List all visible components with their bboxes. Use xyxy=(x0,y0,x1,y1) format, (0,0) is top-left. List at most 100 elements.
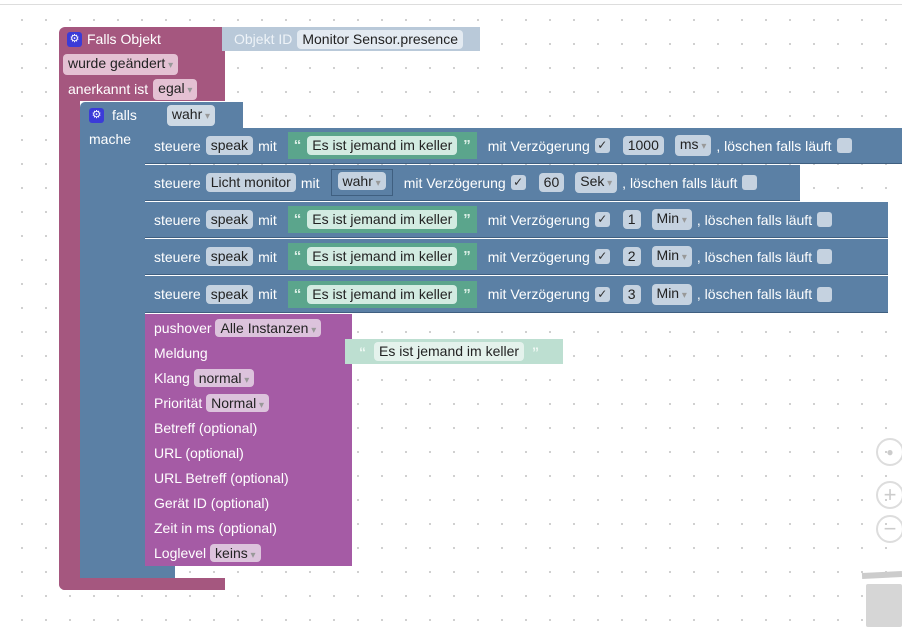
loglevel-dropdown[interactable]: keins xyxy=(210,544,261,562)
delay-input[interactable]: 60 xyxy=(538,173,565,192)
delay-checkbox[interactable]: ✓ xyxy=(594,249,610,264)
text-value[interactable]: Es ist jemand im keller xyxy=(307,210,458,229)
text-value[interactable]: Es ist jemand im keller xyxy=(307,284,458,304)
prio-dropdown[interactable]: Normal xyxy=(206,394,270,412)
klang-label: Klang xyxy=(154,370,190,386)
unit-dropdown[interactable]: ms xyxy=(674,135,712,156)
clear-label: , löschen falls läuft xyxy=(696,211,813,228)
if-header: ⚙ falls wahr xyxy=(80,102,216,128)
control-row[interactable]: steuere Licht monitor mit wahr mit Verzö… xyxy=(145,165,800,201)
target-field[interactable]: speak xyxy=(205,284,254,304)
trash-icon[interactable] xyxy=(861,570,902,627)
delay-label: mit Verzögerung xyxy=(487,137,590,154)
target-field[interactable]: speak xyxy=(205,210,254,229)
if-block-spine xyxy=(80,128,145,578)
text-value[interactable]: Es ist jemand im keller xyxy=(307,136,458,155)
steuere-label: steuere xyxy=(154,211,201,228)
control-row[interactable]: steuere speak mit “ Es ist jemand im kell… xyxy=(145,239,888,275)
target-field[interactable]: speak xyxy=(205,136,254,155)
text-block[interactable]: “ Es ist jemand im keller ” xyxy=(287,280,477,308)
bool-block[interactable]: wahr xyxy=(330,169,393,196)
unit-dropdown[interactable]: Min xyxy=(651,209,692,230)
objekt-id-value[interactable]: Monitor Sensor.presence xyxy=(297,29,463,49)
mit-label: mit xyxy=(258,286,277,302)
url-label: URL (optional) xyxy=(154,445,244,461)
delay-checkbox[interactable]: ✓ xyxy=(594,286,610,302)
zoom-out-icon[interactable]: − xyxy=(876,515,902,543)
target-field[interactable]: Licht monitor xyxy=(205,173,296,192)
ack-dropdown[interactable]: egal xyxy=(153,78,198,100)
quote-close-icon: ” xyxy=(463,137,471,154)
objekt-id-block[interactable]: Objekt ID Monitor Sensor.presence xyxy=(222,27,480,51)
top-border xyxy=(0,0,902,5)
unit-dropdown[interactable]: Sek xyxy=(575,172,618,193)
delay-label: mit Verzögerung xyxy=(487,248,590,265)
control-row[interactable]: steuere speak mit “ Es ist jemand im kell… xyxy=(145,202,888,238)
zoom-in-icon[interactable]: + xyxy=(876,481,902,509)
clear-label: , löschen falls läuft xyxy=(696,248,813,265)
delay-checkbox[interactable]: ✓ xyxy=(594,138,610,153)
target-field[interactable]: speak xyxy=(205,247,254,266)
if-block-footer xyxy=(80,565,175,578)
gear-icon[interactable]: ⚙ xyxy=(89,107,104,123)
pushover-label: pushover xyxy=(154,320,212,336)
meldung-value[interactable]: Es ist jemand im keller xyxy=(374,342,525,361)
clear-checkbox[interactable] xyxy=(817,286,833,302)
delay-label: mit Verzögerung xyxy=(487,286,590,302)
condition-dropdown[interactable]: wahr xyxy=(166,104,216,126)
url-betreff-label: URL Betreff (optional) xyxy=(154,470,289,486)
delay-label: mit Verzögerung xyxy=(403,174,506,191)
if-block[interactable] xyxy=(80,102,243,128)
clear-label: , löschen falls läuft xyxy=(696,286,813,302)
delay-input[interactable]: 3 xyxy=(622,284,641,304)
betreff-label: Betreff (optional) xyxy=(154,420,258,436)
clear-label: , löschen falls läuft xyxy=(622,174,738,191)
unit-dropdown[interactable]: Min xyxy=(651,246,692,267)
event-block-spine xyxy=(59,100,80,590)
clear-checkbox[interactable] xyxy=(817,249,833,264)
quote-open-icon: “ xyxy=(293,137,302,154)
recenter-icon[interactable]: ● xyxy=(876,438,902,466)
steuere-label: steuere xyxy=(154,248,201,265)
ack-label: anerkannt ist xyxy=(68,81,149,97)
mit-label: mit xyxy=(258,248,277,265)
pushover-fields: pushover Alle Instanzen Meldung Klang no… xyxy=(154,316,322,566)
delay-checkbox[interactable]: ✓ xyxy=(510,175,526,190)
delay-input[interactable]: 1000 xyxy=(622,136,664,155)
quote-open-icon: “ xyxy=(293,248,302,265)
quote-open-icon: “ xyxy=(293,285,302,303)
clear-checkbox[interactable] xyxy=(836,138,852,153)
klang-dropdown[interactable]: normal xyxy=(193,369,255,387)
quote-close-icon: ” xyxy=(463,285,471,303)
quote-close-icon: ” xyxy=(463,248,471,265)
mache-label: mache xyxy=(89,131,132,147)
bool-dropdown[interactable]: wahr xyxy=(337,172,386,190)
trigger-dropdown[interactable]: wurde geändert xyxy=(63,53,179,75)
control-row[interactable]: steuere speak mit “Es ist jemand im kell… xyxy=(145,128,902,164)
event-block-footer xyxy=(59,578,225,590)
delay-input[interactable]: 1 xyxy=(622,210,641,229)
clear-checkbox[interactable] xyxy=(817,212,833,227)
loglevel-label: Loglevel xyxy=(154,545,207,561)
mit-label: mit xyxy=(258,211,277,228)
mit-label: mit xyxy=(258,137,277,154)
text-value[interactable]: Es ist jemand im keller xyxy=(307,247,458,266)
delay-input[interactable]: 2 xyxy=(622,247,641,266)
delay-checkbox[interactable]: ✓ xyxy=(594,212,610,227)
control-row[interactable]: steuere speak mit “ Es ist jemand im kell… xyxy=(145,276,888,313)
prio-label: Priorität xyxy=(154,395,203,411)
meldung-text-block[interactable]: “ Es ist jemand im keller ” xyxy=(345,339,563,364)
clear-checkbox[interactable] xyxy=(742,175,758,190)
text-block[interactable]: “ Es ist jemand im keller ” xyxy=(287,243,477,270)
falls-label: falls xyxy=(112,107,137,123)
instance-dropdown[interactable]: Alle Instanzen xyxy=(215,319,322,337)
unit-dropdown[interactable]: Min xyxy=(651,283,692,305)
gear-icon[interactable]: ⚙ xyxy=(67,31,82,47)
pushover-block[interactable] xyxy=(145,314,352,566)
zeit-label: Zeit in ms (optional) xyxy=(154,520,277,536)
geraet-label: Gerät ID (optional) xyxy=(154,495,270,511)
steuere-label: steuere xyxy=(154,286,201,302)
text-block[interactable]: “Es ist jemand im keller” xyxy=(287,206,477,233)
text-block[interactable]: “ Es ist jemand im keller ” xyxy=(287,132,477,159)
quote-open-icon: “ xyxy=(293,211,302,228)
